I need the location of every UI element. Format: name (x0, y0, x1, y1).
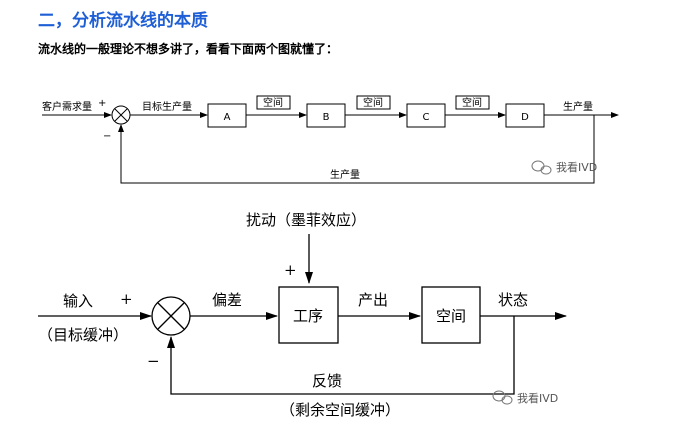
pipeline-diagram: 客户需求量 + − 目标生产量 A 空间 B 空间 C 空间 D 生产量 生产量 (42, 95, 619, 184)
feedback-label: 生产量 (330, 168, 360, 181)
stage-c-label: C (423, 112, 430, 123)
buffer-label-3: 空间 (462, 96, 482, 109)
feedback-sub-label: （剩余空间缓冲） (280, 401, 400, 419)
buffer-box-2 (356, 95, 391, 110)
target-label: 目标生产量 (142, 100, 192, 113)
buffer-box (421, 286, 481, 344)
minus-sign: − (147, 352, 160, 370)
buffer-label: 空间 (436, 307, 466, 325)
disturbance-label: 扰动（墨菲效应） (246, 211, 366, 229)
control-loop-diagram: 扰动（墨菲效应） + 输入 + （目标缓冲） − 偏差 工序 产出 空间 状态 … (38, 211, 567, 419)
input-label: 输入 (63, 292, 93, 310)
buffer-box-1 (256, 95, 291, 110)
output-label: 生产量 (563, 100, 593, 113)
buffer-label-1: 空间 (263, 96, 283, 109)
wechat-icon (531, 160, 552, 175)
demand-label: 客户需求量 (42, 100, 92, 113)
feedback-loop (167, 316, 515, 395)
input-sub-label: （目标缓冲） (38, 326, 128, 344)
feedback-loop (118, 115, 595, 184)
stage-b-label: B (323, 112, 330, 123)
process-box (278, 286, 339, 344)
intro-text: 流水线的一般理论不想多讲了，看看下面两个图就懂了： (38, 42, 339, 56)
stage-a-label: A (224, 112, 231, 123)
error-label: 偏差 (212, 291, 242, 309)
junction-cross (157, 302, 185, 330)
watermark-text: 我看IVD (556, 160, 597, 174)
junction-cross (114, 108, 128, 122)
buffer-box-3 (455, 95, 490, 110)
watermark-text: 我看IVD (517, 391, 558, 405)
buffer-label-2: 空间 (363, 96, 383, 109)
minus-sign: − (103, 131, 111, 142)
wechat-icon (492, 390, 513, 405)
process-label: 工序 (293, 307, 323, 325)
plus-sign: + (98, 98, 106, 109)
watermark-1: 我看IVD (531, 160, 597, 175)
feedback-label: 反馈 (312, 372, 342, 390)
plus-sign-left: + (120, 290, 133, 308)
stage-d-label: D (521, 112, 529, 123)
watermark-2: 我看IVD (492, 390, 558, 405)
plus-sign-top: + (284, 261, 297, 279)
section-title: 二，分析流水线的本质 (38, 11, 208, 31)
produce-label: 产出 (358, 291, 388, 309)
state-label: 状态 (498, 291, 528, 309)
